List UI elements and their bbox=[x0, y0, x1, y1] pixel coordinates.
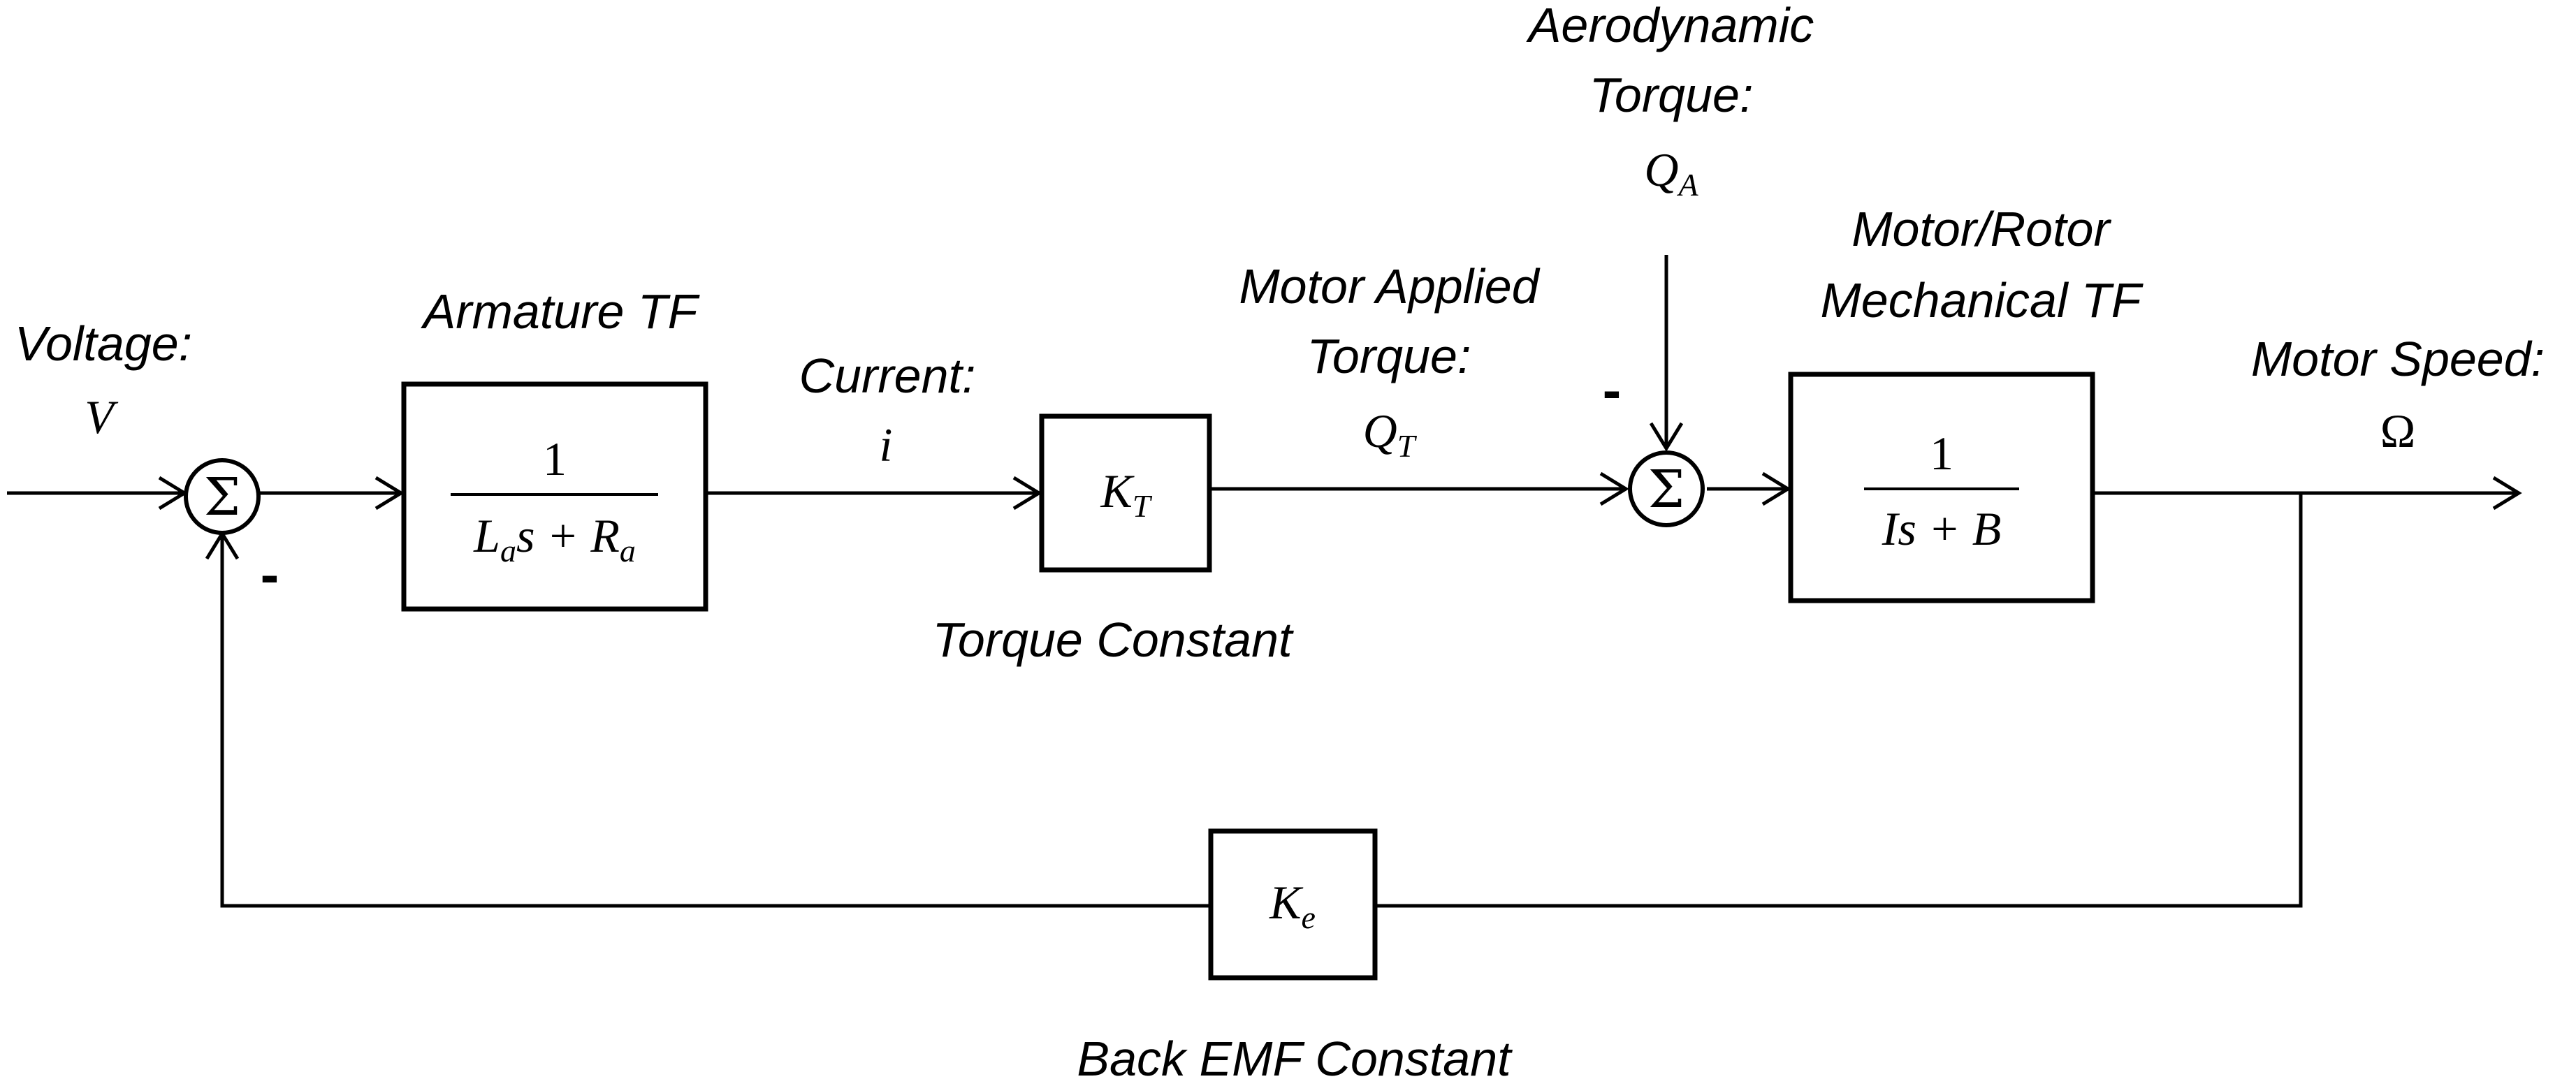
feedback-wire-left bbox=[220, 534, 1209, 908]
armature-numerator: 1 bbox=[543, 432, 567, 485]
arrow-head-armature bbox=[374, 476, 405, 511]
summing-junction-1: Σ bbox=[184, 458, 261, 535]
aerodynamic-label: Aerodynamic bbox=[1526, 0, 1814, 52]
mech-numerator: 1 bbox=[1930, 427, 1953, 480]
motor-speed-label: Motor Speed: bbox=[2251, 332, 2545, 386]
mech-denominator: Is + B bbox=[1882, 502, 2002, 555]
qa-symbol: QA bbox=[1644, 143, 1698, 203]
arrow-head-kt bbox=[1012, 476, 1042, 511]
voltage-label: Voltage: bbox=[15, 316, 192, 371]
voltage-symbol: V bbox=[85, 390, 119, 443]
torque-constant-label: Torque Constant bbox=[933, 612, 1295, 667]
aerodynamic-torque-label: Torque: bbox=[1589, 68, 1754, 122]
mechanical-tf-block: 1 Is + B bbox=[1788, 372, 2095, 603]
feedback-wire-right bbox=[1376, 493, 2303, 908]
armature-denominator: Las + Ra bbox=[473, 509, 636, 568]
armature-tf-label: Armature TF bbox=[421, 284, 701, 339]
arrow-head-mech bbox=[1761, 471, 1791, 506]
qt-symbol: QT bbox=[1363, 404, 1418, 464]
motor-applied-torque-label: Torque: bbox=[1307, 329, 1471, 383]
mechanical-tf-label: Mechanical TF bbox=[1820, 273, 2144, 328]
current-symbol: i bbox=[880, 418, 893, 471]
back-emf-constant-label: Back EMF Constant bbox=[1077, 1032, 1513, 1086]
arrow-head-output bbox=[2492, 476, 2522, 511]
minus-sign-sum2: - bbox=[1603, 359, 1622, 421]
minus-sign-sum1: - bbox=[261, 543, 279, 606]
armature-tf-block: 1 Las + Ra bbox=[401, 381, 708, 612]
sigma-symbol: Σ bbox=[204, 467, 240, 527]
speed-symbol: Ω bbox=[2380, 404, 2416, 457]
kt-label: KT bbox=[1100, 464, 1153, 524]
motor-rotor-label: Motor/Rotor bbox=[1851, 202, 2111, 256]
arrow-head-sum2 bbox=[1599, 471, 1629, 506]
back-emf-block: Ke bbox=[1208, 828, 1378, 981]
arrow-head-aero bbox=[1649, 422, 1684, 452]
sigma-symbol: Σ bbox=[1648, 460, 1684, 520]
summing-junction-2: Σ bbox=[1628, 450, 1705, 527]
current-label: Current: bbox=[799, 348, 976, 403]
torque-constant-block: KT bbox=[1039, 413, 1212, 573]
ke-label: Ke bbox=[1269, 876, 1316, 935]
motor-applied-label: Motor Applied bbox=[1239, 259, 1540, 314]
